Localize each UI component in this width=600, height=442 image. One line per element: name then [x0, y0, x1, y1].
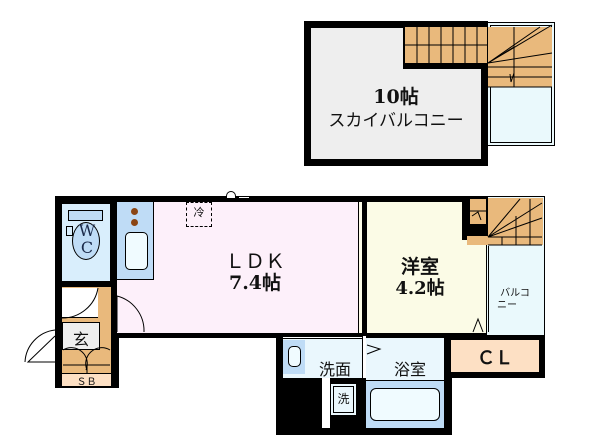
washer-space [330, 383, 357, 416]
shoe-box-label: ＳＢ [76, 377, 97, 388]
entrance-label: 玄 [72, 330, 89, 349]
western-room-size: 4.2帖 [395, 278, 445, 299]
toilet-tank [68, 210, 103, 221]
stove-burner-icon [131, 208, 138, 215]
skybalcony-label: スカイバルコニー [328, 111, 464, 131]
western-room-label: 洋室 [400, 256, 439, 278]
ldk-room [117, 202, 358, 333]
ldk-size: 7.4帖 [228, 272, 282, 294]
fridge-space [186, 202, 212, 227]
window-mark-top [226, 191, 236, 198]
skybalcony-size: 10帖 [373, 86, 419, 108]
sliding-door-ldk-western[interactable] [358, 202, 363, 333]
balcony-label-2: ニー [497, 300, 517, 311]
balcony-inner [488, 246, 542, 332]
bathroom-label: 浴室 [393, 360, 426, 379]
stove-burner-icon [131, 219, 138, 226]
bathroom [366, 338, 444, 380]
closet [451, 340, 539, 372]
bathtub-icon [370, 388, 440, 421]
sink-icon [125, 232, 148, 270]
balcony-label-1: バルコ [500, 288, 530, 299]
fridge-label: 冷 [193, 206, 205, 219]
upper-floor: 10帖 スカイバルコニー [0, 0, 600, 175]
ldk-label: ＬＤＫ [225, 249, 285, 273]
toilet-bowl-icon [72, 222, 100, 260]
washroom-label: 洗面 [318, 360, 351, 379]
genkan-floor [62, 322, 100, 350]
closet-label: ＣＬ [477, 348, 513, 369]
shoe-box [62, 374, 111, 386]
wc-label-w: W [78, 221, 96, 240]
wc-label-c: C [80, 238, 94, 257]
washer-label: 洗 [337, 392, 350, 406]
